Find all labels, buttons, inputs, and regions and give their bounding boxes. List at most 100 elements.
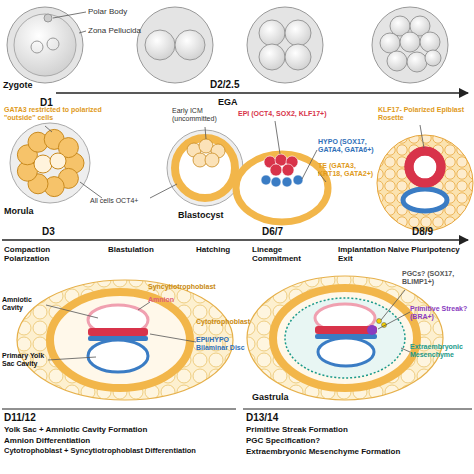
four-cell-drawing xyxy=(285,44,311,70)
late-blastocyst-drawing xyxy=(271,177,281,187)
callout-label: Zona Pellucida xyxy=(88,26,158,35)
callout-label: Syncytiotrophoblast xyxy=(148,283,238,291)
zygote-drawing xyxy=(53,12,86,18)
stage-label: Gastrula xyxy=(252,392,312,402)
gastrula-drawing xyxy=(367,325,377,335)
eight-cell-drawing xyxy=(400,32,420,52)
process-label: Implantation Naive Pluripotency Exit xyxy=(338,245,470,263)
marker-label: PGCs? (SOX17, BLIMP1+) xyxy=(402,270,474,286)
morula-drawing xyxy=(45,126,52,132)
callout-label: Primary Yolk Sac Cavity xyxy=(2,352,50,368)
late-blastocyst-drawing xyxy=(261,175,271,185)
gastrula-drawing xyxy=(381,290,405,320)
marker-label: EPI (OCT4, SOX2, KLF17+) xyxy=(238,110,368,118)
two-cell-drawing xyxy=(175,30,205,60)
implanting-embryo-drawing xyxy=(403,189,447,211)
late-blastocyst-drawing xyxy=(236,121,328,222)
blastocyst-drawing xyxy=(205,127,206,139)
gastrula-drawing xyxy=(285,298,405,378)
late-blastocyst-drawing xyxy=(293,175,303,185)
process-label: PGC Specification? xyxy=(246,436,472,445)
process-label: Extraembryonic Mesenchyme Formation xyxy=(246,447,472,456)
callout-label: Amniotic Cavity xyxy=(2,296,50,312)
implanting-embryo-drawing xyxy=(421,163,429,171)
late-blastocyst-drawing xyxy=(236,154,328,222)
callout-label: EPI/HYPO Bilaminar Disc xyxy=(196,336,246,352)
event-label: EGA xyxy=(218,97,258,107)
process-label: Hatching xyxy=(196,245,256,254)
timeline-arrow xyxy=(2,239,468,241)
implanting-embryo-drawing xyxy=(420,125,424,148)
blastocyst-drawing xyxy=(150,184,177,198)
four-cell-drawing xyxy=(247,7,323,83)
process-label: Amnion Differentiation xyxy=(4,436,236,445)
eight-cell-drawing xyxy=(372,7,448,83)
gastrula-drawing xyxy=(247,276,443,400)
four-cell-drawing xyxy=(285,20,311,46)
process-label: Primitive Streak Formation xyxy=(246,425,472,434)
implanting-embryo-drawing xyxy=(409,151,441,183)
bilaminar-embryo-drawing xyxy=(48,357,96,360)
callout-label: Early ICM (uncommitted) xyxy=(172,107,242,123)
bilaminar-embryo-drawing xyxy=(46,305,98,318)
zygote-drawing xyxy=(31,41,43,53)
eight-cell-drawing xyxy=(407,52,427,72)
four-cell-drawing xyxy=(259,44,285,70)
four-cell-drawing xyxy=(247,7,323,83)
marker-label: Extraembryonic Mesenchyme xyxy=(410,343,474,359)
marker-label: KLF17- Polarized Epiblast Rosette xyxy=(378,106,474,122)
process-label: Cytotrophoblast + Syncytiotrophoblast Di… xyxy=(4,447,240,456)
gastrula-drawing xyxy=(401,348,410,352)
eight-cell-drawing xyxy=(387,51,407,71)
four-cell-drawing xyxy=(259,20,285,46)
late-blastocyst-drawing xyxy=(275,121,280,154)
day-label: D8/9 xyxy=(412,226,452,238)
divider-line xyxy=(2,409,236,410)
two-cell-drawing xyxy=(137,7,213,83)
implanting-embryo-drawing xyxy=(377,125,473,231)
bilaminar-embryo-drawing xyxy=(150,334,196,342)
bilaminar-embryo-drawing xyxy=(88,340,148,372)
day-label: D2/2.5 xyxy=(210,79,260,91)
two-cell-drawing xyxy=(145,30,175,60)
gastrula-drawing xyxy=(273,288,417,388)
stage-label: Zygote xyxy=(3,80,53,90)
process-label: Compaction Polarization xyxy=(4,245,74,263)
callout-label: All cells OCT4+ xyxy=(90,197,160,205)
late-blastocyst-drawing xyxy=(270,164,282,176)
zygote-drawing xyxy=(7,7,83,83)
morula-drawing xyxy=(50,153,66,169)
implanting-embryo-drawing xyxy=(409,151,441,183)
timeline-arrow xyxy=(56,92,468,94)
eight-cell-drawing xyxy=(372,7,448,83)
morula-drawing xyxy=(10,123,90,203)
eight-cell-drawing xyxy=(420,32,440,52)
day-label: D11/12 xyxy=(4,412,64,424)
eight-cell-drawing xyxy=(425,50,441,66)
zygote-drawing xyxy=(14,14,76,76)
day-label: D13/14 xyxy=(246,412,306,424)
callout-label: Cytotrophoblast xyxy=(196,318,256,326)
marker-label: TE (GATA3, KRT18, GATA2+) xyxy=(318,162,380,178)
process-label: Yolk Sac + Amniotic Cavity Formation xyxy=(4,425,236,434)
blastocyst-drawing xyxy=(167,130,243,206)
stage-label: Morula xyxy=(4,206,49,216)
process-label: Lineage Commitment xyxy=(252,245,322,263)
morula-drawing xyxy=(10,123,90,203)
process-label: Blastulation xyxy=(108,245,178,254)
zygote-drawing xyxy=(44,14,52,22)
morula-drawing xyxy=(34,155,52,173)
stage-label: Blastocyst xyxy=(178,210,238,220)
gastrula-drawing xyxy=(315,326,377,334)
callout-label: Amnion xyxy=(148,296,208,304)
day-label: D3 xyxy=(42,226,72,238)
gastrula-drawing xyxy=(378,312,410,329)
blastocyst-drawing xyxy=(80,182,102,198)
eight-cell-drawing xyxy=(380,33,400,53)
late-blastocyst-drawing xyxy=(302,150,317,179)
zygote-drawing xyxy=(7,7,86,83)
bilaminar-embryo-drawing xyxy=(138,302,150,310)
late-blastocyst-drawing xyxy=(282,177,292,187)
